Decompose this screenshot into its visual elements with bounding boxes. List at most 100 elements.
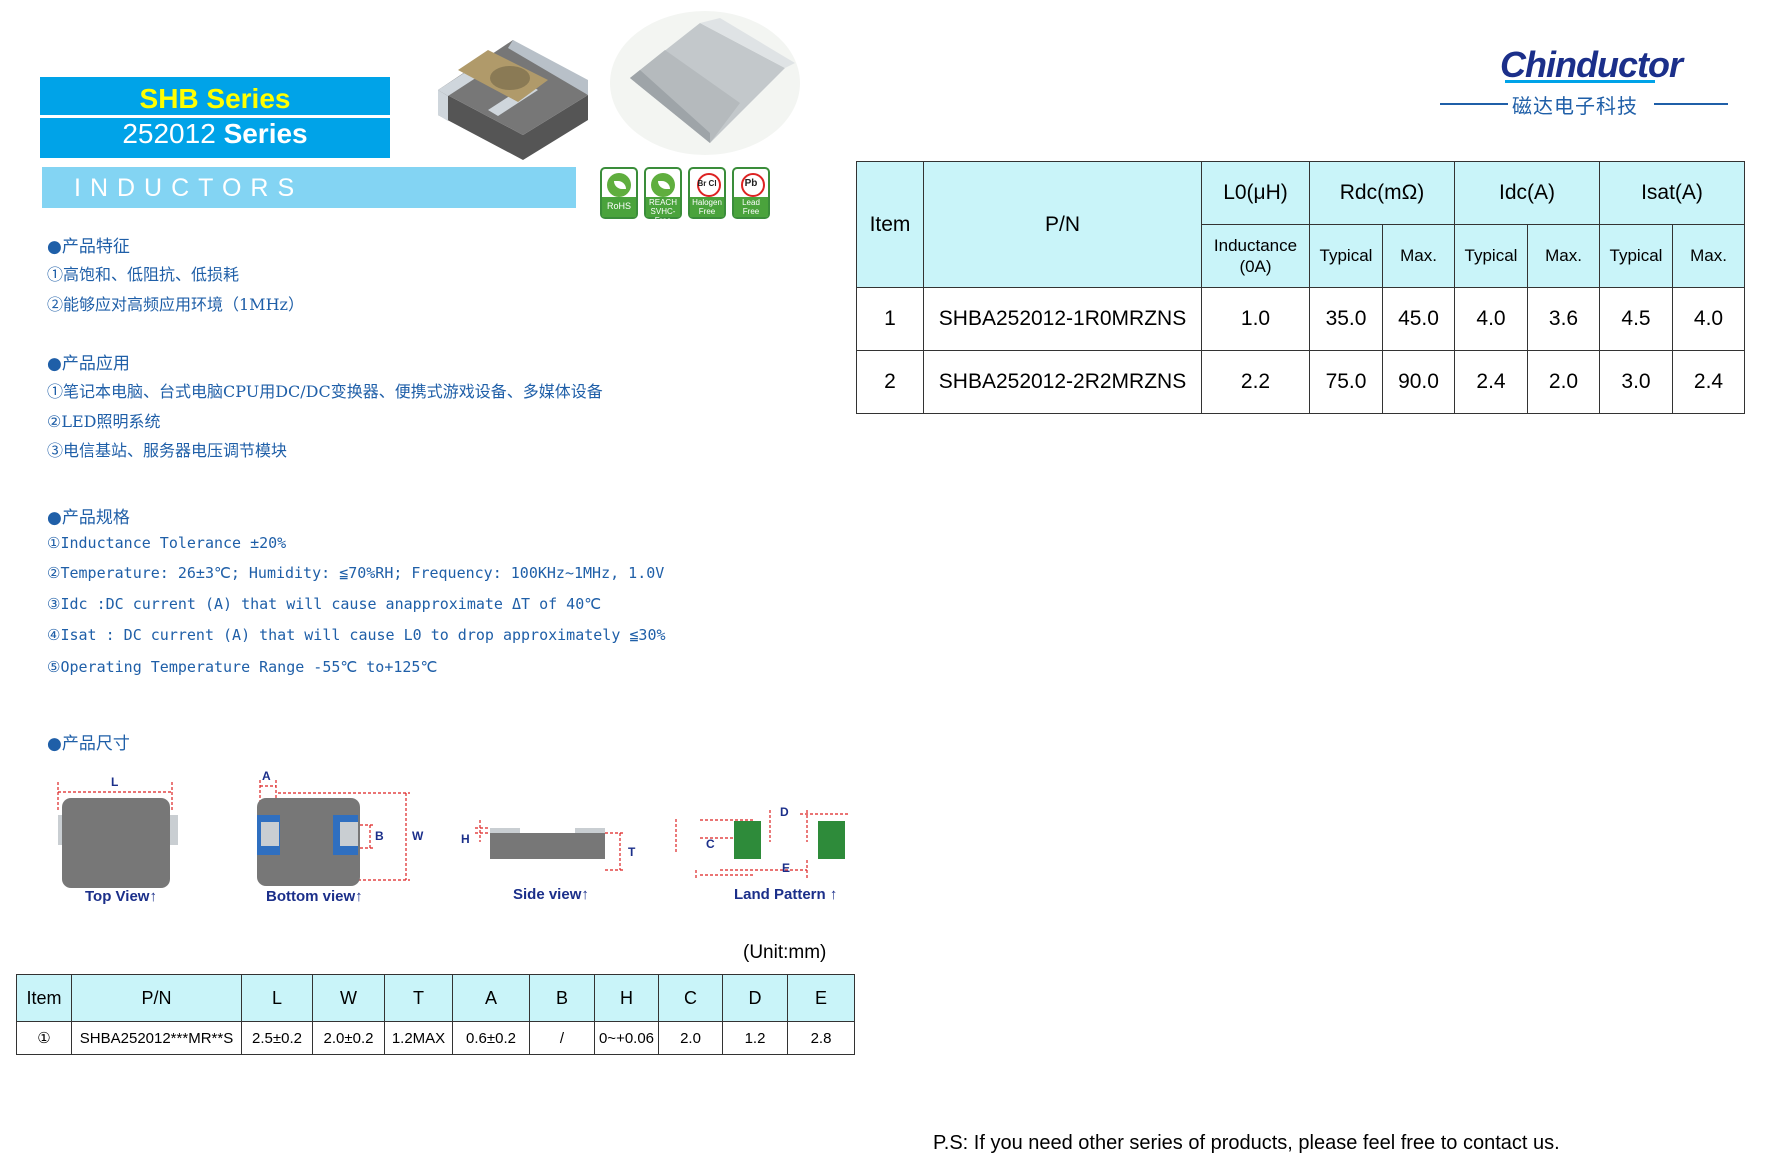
dim-label-c: C xyxy=(706,837,715,851)
dim-label-w: W xyxy=(412,829,424,843)
series-banner: SHB Series 252012 Series xyxy=(40,77,390,158)
rohs-icon xyxy=(607,173,631,197)
cell-item: 2 xyxy=(856,350,924,414)
series-word: Series xyxy=(223,118,308,149)
logo-rule-left xyxy=(1440,103,1508,105)
feature-item: ②能够应对高频应用环境（1MHz） xyxy=(47,295,304,314)
dim-cell: SHBA252012***MR**S xyxy=(71,1021,242,1055)
dim-header: B xyxy=(529,974,595,1022)
inductance-label: Inductance xyxy=(1213,236,1298,255)
col-header-isat: Isat(A) xyxy=(1599,161,1745,225)
cell-isat-typ: 4.5 xyxy=(1599,287,1673,351)
dim-cell: 2.0 xyxy=(658,1021,723,1055)
cell-idc-max: 2.0 xyxy=(1527,350,1600,414)
cell-pn: SHBA252012-1R0MRZNS xyxy=(923,287,1202,351)
dim-cell: ① xyxy=(16,1021,72,1055)
dim-cell: 0.6±0.2 xyxy=(452,1021,530,1055)
top-view-caption: Top View↑ xyxy=(85,888,157,905)
col-header-rdc: Rdc(mΩ) xyxy=(1309,161,1455,225)
halogen-symbol: Br Cl xyxy=(697,179,717,188)
table-row: ① SHBA252012***MR**S 2.5±0.2 2.0±0.2 1.2… xyxy=(16,1021,855,1055)
dim-label-d: D xyxy=(780,805,789,819)
dimension-table: Item P/N L W T A B H C D E ① SHBA252012*… xyxy=(16,974,855,1055)
dim-header: D xyxy=(722,974,788,1022)
halogen-free-badge: Br Cl Halogen Free xyxy=(688,167,726,219)
leaf-icon xyxy=(658,181,670,189)
cell-rdc-typ: 75.0 xyxy=(1309,350,1383,414)
footer-note: P.S: If you need other series of product… xyxy=(933,1132,1560,1154)
dim-header: W xyxy=(312,974,385,1022)
subheader-inductance: Inductance (0A) xyxy=(1201,224,1310,288)
dim-cell: 1.2MAX xyxy=(384,1021,453,1055)
dim-cell: 2.0±0.2 xyxy=(312,1021,385,1055)
subheader-typical: Typical xyxy=(1599,224,1673,288)
col-header-pn: P/N xyxy=(923,161,1202,288)
application-item: ②LED照明系统 xyxy=(47,412,161,431)
table-row: 1 SHBA252012-1R0MRZNS 1.0 35.0 45.0 4.0 … xyxy=(856,287,1745,351)
col-header-l0: L0(μH) xyxy=(1201,161,1310,225)
series-title: SHB Series xyxy=(139,83,291,114)
dim-label-t: T xyxy=(628,845,636,859)
spec-item: ①Inductance Tolerance ±20% xyxy=(47,534,287,552)
subheader-max: Max. xyxy=(1382,224,1455,288)
cell-isat-max: 4.0 xyxy=(1672,287,1745,351)
cell-rdc-max: 45.0 xyxy=(1382,287,1455,351)
dim-header: E xyxy=(787,974,855,1022)
logo-rule-right xyxy=(1654,103,1728,105)
dim-cell: 2.8 xyxy=(787,1021,855,1055)
lead-icon xyxy=(741,173,765,197)
cell-item: 1 xyxy=(856,287,924,351)
dim-cell: 1.2 xyxy=(722,1021,788,1055)
brand-logo: Chinductor xyxy=(1500,44,1683,85)
zero-a-label: (0A) xyxy=(1239,257,1272,276)
cell-rdc-max: 90.0 xyxy=(1382,350,1455,414)
badge-label: REACH SVHC-Free xyxy=(646,197,680,225)
cell-isat-typ: 3.0 xyxy=(1599,350,1673,414)
subheader-max: Max. xyxy=(1527,224,1600,288)
application-item: ①笔记本电脑、台式电脑CPU用DC/DC变换器、便携式游戏设备、多媒体设备 xyxy=(47,382,603,401)
dim-header: P/N xyxy=(71,974,242,1022)
electrical-spec-table: Item P/N L0(μH) Rdc(mΩ) Idc(A) Isat(A) I… xyxy=(856,161,1745,414)
dim-header: H xyxy=(594,974,659,1022)
feature-item: ①高饱和、低阻抗、低损耗 xyxy=(47,265,240,284)
subheader-typical: Typical xyxy=(1454,224,1528,288)
spec-item: ⑤Operating Temperature Range -55℃ to+125… xyxy=(47,658,438,676)
side-view-caption: Side view↑ xyxy=(513,886,589,903)
cell-idc-typ: 2.4 xyxy=(1454,350,1528,414)
subheader-max: Max. xyxy=(1672,224,1745,288)
halogen-icon xyxy=(697,173,721,197)
dim-header: A xyxy=(452,974,530,1022)
spec-item: ④Isat : DC current (A) that will cause L… xyxy=(47,626,666,644)
dim-label-e: E xyxy=(782,861,790,875)
cell-isat-max: 2.4 xyxy=(1672,350,1745,414)
cell-l0: 1.0 xyxy=(1201,287,1310,351)
cell-idc-typ: 4.0 xyxy=(1454,287,1528,351)
bottom-view-caption: Bottom view↑ xyxy=(266,888,363,905)
brand-chinese-name: 磁达电子科技 xyxy=(1512,96,1638,118)
features-heading: ●产品特征 xyxy=(47,237,130,257)
dim-label-l: L xyxy=(111,775,118,789)
unit-label: (Unit:mm) xyxy=(743,942,827,963)
dim-header: L xyxy=(241,974,313,1022)
leaf-icon xyxy=(614,181,626,189)
dim-label-b: B xyxy=(375,829,384,843)
cell-pn: SHBA252012-2R2MRZNS xyxy=(923,350,1202,414)
category-title: INDUCTORS xyxy=(74,174,304,202)
spec-item: ③Idc :DC current (A) that will cause ana… xyxy=(47,595,602,613)
cell-l0: 2.2 xyxy=(1201,350,1310,414)
dim-cell: 2.5±0.2 xyxy=(241,1021,313,1055)
product-image-iso xyxy=(438,40,588,160)
badge-label: Halogen Free xyxy=(690,197,724,217)
reach-icon xyxy=(651,173,675,197)
dim-label-h: H xyxy=(461,832,470,846)
specs-heading: ●产品规格 xyxy=(47,508,130,528)
logo-underline xyxy=(1505,80,1655,83)
dim-header: Item xyxy=(16,974,72,1022)
rohs-badge: RoHS xyxy=(600,167,638,219)
series-number: 252012 xyxy=(122,118,216,149)
subheader-typical: Typical xyxy=(1309,224,1383,288)
series-subtitle: 252012 Series xyxy=(40,118,390,150)
spec-item: ②Temperature: 26±3℃; Humidity: ≦70%RH; F… xyxy=(47,564,665,582)
lead-symbol: Pb xyxy=(744,178,758,189)
dim-label-a: A xyxy=(262,770,271,783)
